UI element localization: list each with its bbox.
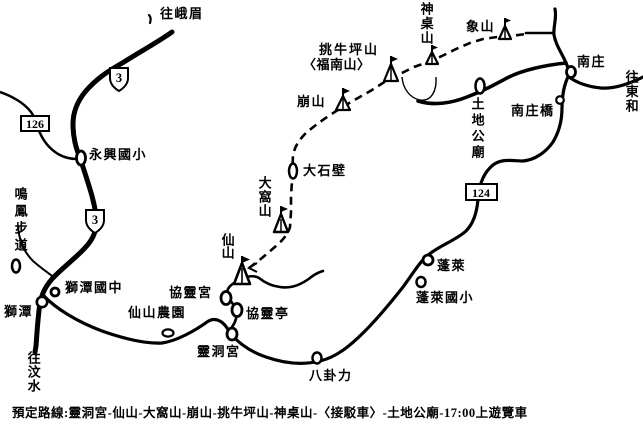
road-middle-to-nanzhuang [416,61,568,106]
label-xianshan: 仙山 [219,233,235,259]
poi-circle-mingfeng-trailhead [10,258,22,274]
label-to-donghe: 往東和 [623,70,639,114]
label-funan-mountain-alias: 〈福南山〉 [303,57,371,72]
label-xieling-pavilion: 協靈亭 [246,306,290,321]
road-north-vertical [552,7,572,78]
route-shield-3-mid-icon: 3 [85,209,105,235]
route-shield-3-mid-number: 3 [92,213,98,227]
label-beng-mountain: 崩山 [297,94,327,109]
planned-route-note: 預定路線:靈洞宮-仙山-大窩山-崩山-挑牛坪山-神桌山-〈接駁車〉-土地公廟-1… [12,406,528,420]
road-end-mark [147,13,152,25]
label-to-emei: 往峨眉 [160,6,204,21]
tiaoniuping-peak-icon [382,56,400,83]
road-county-126 [0,90,79,161]
label-tiaoniuping-mountain: 挑牛坪山 [319,42,380,57]
road-to-donghe [567,75,643,90]
road-highway-3 [32,29,175,355]
dawoshan-peak-icon [272,206,290,234]
label-dawo-mountain: 大窩山 [256,176,272,218]
poi-circle-tudigong-temple [474,77,486,95]
label-xianshan-farm: 仙山農園 [128,305,187,320]
bengshan-peak-icon [334,88,352,112]
poi-circle-xianshan-farm [161,328,175,338]
trail-arrow-tick [246,262,258,273]
label-penglai-elementary: 蓬萊國小 [416,290,475,305]
poi-circle-penglai [421,253,435,267]
label-nanzhuang-bridge: 南庄橋 [511,103,555,118]
route-shield-3-top-number: 3 [116,71,122,85]
poi-circle-yongxing-school [75,149,87,167]
poi-circle-penglai-school [415,275,427,289]
route-shield-3-top-icon: 3 [109,67,129,93]
label-xieling-temple: 協靈宮 [169,285,213,300]
xiangshan-peak-icon [497,18,513,41]
label-baguali: 八卦力 [309,368,353,383]
label-yongxing-elementary: 永興國小 [89,147,148,162]
road-county-124-south [41,73,571,365]
label-to-wenshui: 往汶水 [25,351,41,393]
route-box-126-icon: 126 [20,115,50,132]
route-box-124-icon: 124 [465,183,498,201]
label-shitan: 獅潭 [4,304,34,319]
trail-shenzhuo-loop [401,76,437,101]
poi-circle-baguali [311,351,323,365]
poi-circle-lingdong-temple [225,326,239,342]
poi-circle-xieling-temple [219,290,233,306]
route-box-126-number: 126 [26,117,44,131]
poi-circle-shitan-junior-high [49,286,61,298]
shenzhuo-peak-icon [424,45,440,66]
poi-circle-dashibi [287,162,299,180]
label-shitan-junior-high: 獅潭國中 [65,280,124,295]
label-nanzhuang: 南庄 [577,54,607,69]
xianshan-peak-icon [232,256,252,286]
poi-circle-nanzhuang [565,65,577,79]
label-lingdong-temple: 靈洞宮 [197,344,241,359]
label-tudigong-temple: 土地公廟 [469,97,485,161]
poi-circle-shitan [35,295,49,309]
label-penglai: 蓬萊 [437,258,467,273]
label-xiang-mountain: 象山 [466,19,496,34]
label-dashibi: 大石壁 [303,163,347,178]
label-shenzhuo-mountain: 神桌山 [418,2,434,46]
poi-circle-xieling-pavilion [230,302,244,318]
route-box-124-number: 124 [472,186,490,200]
poi-circle-nanzhuang-bridge [555,95,565,105]
trail-mingfeng [17,225,56,279]
label-mingfeng-trail: 鳴鳳步道 [12,187,28,255]
